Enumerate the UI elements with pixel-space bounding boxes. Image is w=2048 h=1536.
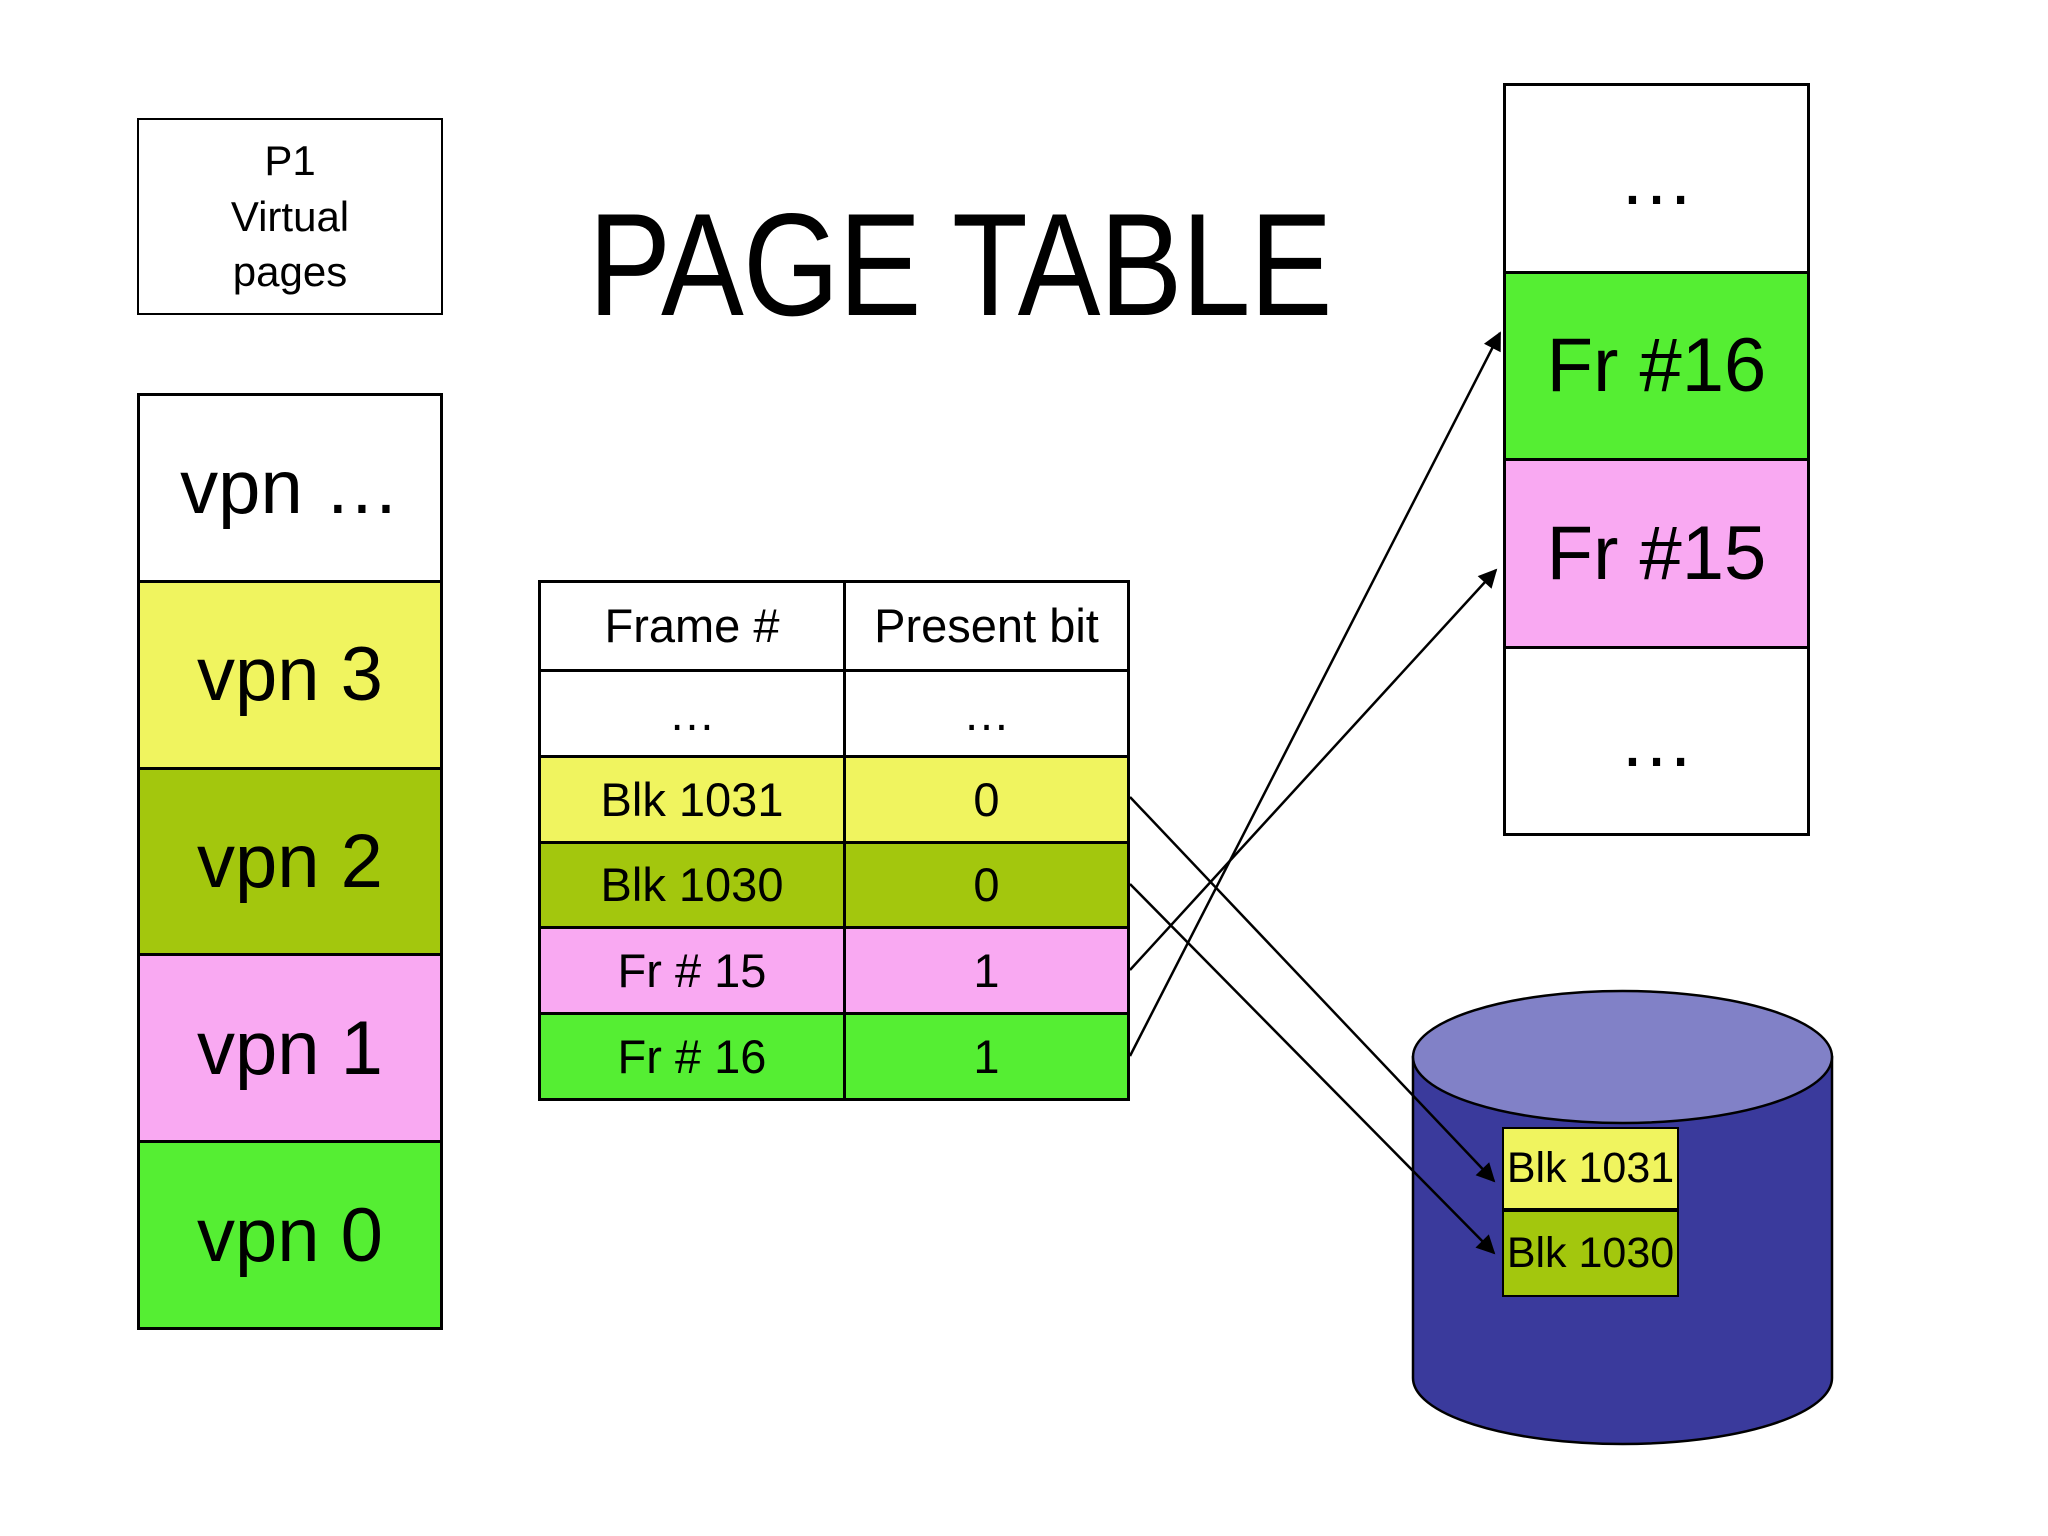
p1-line-1: P1 <box>264 137 316 185</box>
arrow-fr16-to-frame <box>1128 331 1502 1057</box>
page-title: PAGE TABLE <box>588 183 1332 346</box>
p1-virtual-pages-box: P1 Virtual pages <box>137 118 443 315</box>
frame-cell-fr16: Fr #16 <box>1506 270 1807 458</box>
frame-cell-dots-top: … <box>1506 86 1807 271</box>
page-table-row-dots-frame: … <box>541 668 843 755</box>
vpn-cell-0: vpn 0 <box>140 1140 440 1327</box>
page-table-row-dots-bit: … <box>843 668 1127 755</box>
page-table-row-blk1030-frame: Blk 1030 <box>541 840 843 927</box>
page-table-header-frame: Frame # <box>604 599 780 653</box>
vpn-cell-3: vpn 3 <box>140 579 440 767</box>
page-table-header-present-bit: Present bit <box>843 583 1127 669</box>
disk-block-1031: Blk 1031 <box>1502 1127 1679 1210</box>
vpn-cell-2: vpn 2 <box>140 766 440 954</box>
page-table-row-blk1031-frame: Blk 1031 <box>541 754 843 841</box>
p1-line-2: Virtual <box>230 192 350 240</box>
disk-cylinder-top <box>1411 989 1834 1125</box>
page-table-row-fr15-frame: Fr # 15 <box>541 926 843 1013</box>
page-table: Frame # Present bit … … Blk 1031 0 Blk 1… <box>538 580 1130 1101</box>
page-table-row-blk1030-bit: 0 <box>843 840 1127 927</box>
p1-line-3: pages <box>232 248 348 296</box>
frame-cell-dots-bottom: … <box>1506 645 1807 833</box>
frame-cell-fr15: Fr #15 <box>1506 458 1807 646</box>
arrow-fr15-to-frame <box>1129 568 1498 971</box>
vpn-cell-1: vpn 1 <box>140 953 440 1141</box>
vpn-cell-dots: vpn … <box>140 396 440 580</box>
virtual-pages-column: vpn … vpn 3 vpn 2 vpn 1 vpn 0 <box>137 393 443 1330</box>
page-table-row-blk1031-bit: 0 <box>843 754 1127 841</box>
physical-frames-column: … Fr #16 Fr #15 … <box>1503 83 1810 836</box>
page-table-row-fr15-bit: 1 <box>843 926 1127 1013</box>
page-table-row-fr16-bit: 1 <box>843 1012 1127 1098</box>
arrow-blk1031-to-disk <box>1129 796 1496 1183</box>
disk-block-1030: Blk 1030 <box>1502 1210 1679 1297</box>
arrow-blk1030-to-disk <box>1129 883 1496 1255</box>
page-table-row-fr16-frame: Fr # 16 <box>541 1012 843 1098</box>
